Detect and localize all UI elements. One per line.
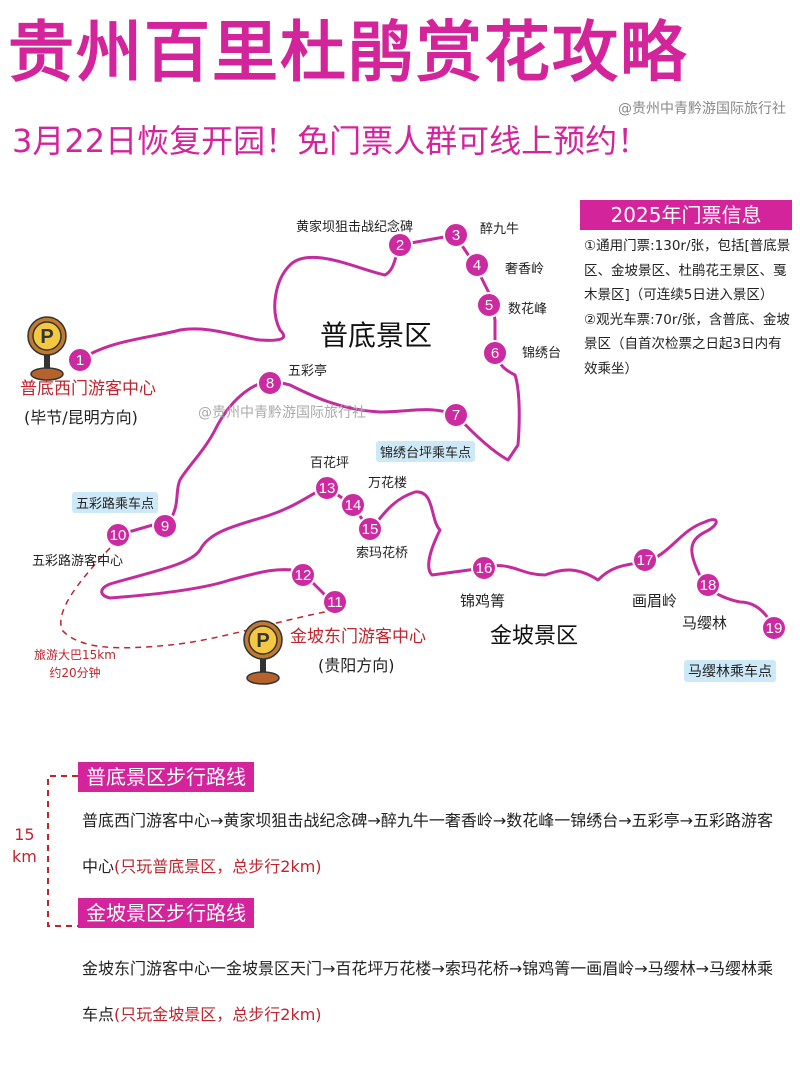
point-label-4: 奢香岭 — [505, 262, 545, 277]
area-jinpo: 金坡景区 — [490, 624, 579, 649]
svg-text:15: 15 — [362, 521, 379, 538]
svg-text:3: 3 — [452, 227, 460, 244]
point-label-3: 醉九牛 — [480, 222, 520, 237]
point-label-16: 锦鸡箐 — [460, 592, 506, 610]
point-label-15: 索玛花桥 — [356, 546, 409, 561]
point-label-17: 画眉岭 — [632, 592, 678, 610]
svg-text:8: 8 — [266, 375, 274, 392]
svg-text:9: 9 — [161, 518, 169, 535]
ticket-title: 2025年门票信息 — [580, 200, 792, 230]
svg-text:1: 1 — [76, 352, 84, 369]
bracket-icon — [47, 775, 78, 927]
svg-text:4: 4 — [473, 257, 481, 274]
svg-text:17: 17 — [637, 552, 654, 569]
point-label-10: 五彩路游客中心 — [32, 554, 124, 569]
svg-text:11: 11 — [327, 594, 343, 611]
route-text-jinpo: 金坡东门游客中心一金坡景区天门→百花坪万花楼→索玛花桥→锦鸡箐一画眉岭→马缨林→… — [82, 959, 774, 1024]
point-label-2: 黄家坝狙击战纪念碑 — [296, 220, 414, 235]
parking-icon: P — [240, 618, 286, 688]
point-label-14: 万花楼 — [368, 476, 408, 491]
parking-icon: P — [24, 314, 70, 384]
point-label-8: 五彩亭 — [288, 364, 328, 379]
svg-text:12: 12 — [295, 567, 312, 584]
bus-stop-mayinglin: 马缨林乘车点 — [684, 660, 776, 682]
east-visitor-center: 金坡东门游客中心 — [290, 627, 426, 647]
point-label-18: 马缨林 — [682, 614, 728, 632]
map-watermark: @贵州中青黔游国际旅行社 — [198, 405, 366, 421]
bus-stop-jinxiutai: 锦绣台坪乘车点 — [376, 441, 476, 462]
west-visitor-center: 普底西门游客中心 — [20, 379, 156, 399]
point-label-13: 百花坪 — [310, 456, 350, 471]
east-direction: (贵阳方向) — [318, 656, 395, 675]
svg-text:2: 2 — [396, 237, 404, 254]
svg-text:6: 6 — [491, 345, 499, 362]
west-direction: (毕节/昆明方向) — [24, 408, 138, 427]
bus-note: 旅游大巴15km 约20分钟 — [34, 648, 116, 680]
ticket-item-general: ①通用门票:130r/张，包括[普底景区、金坡景区、杜鹃花王景区、戛木景区]（可… — [584, 238, 791, 303]
distance-label: 15 km — [12, 825, 37, 866]
ticket-item-shuttle: ②观光车票:70r/张，含普底、金坡景区（自首次检票之日起3日内有效乘坐） — [584, 311, 790, 377]
svg-text:14: 14 — [345, 497, 362, 514]
svg-text:7: 7 — [452, 407, 460, 424]
svg-text:19: 19 — [766, 620, 783, 637]
page-subtitle: 3月22日恢复开园！免门票人群可线上预约！ — [12, 122, 650, 160]
svg-text:18: 18 — [700, 577, 717, 594]
credit-watermark: @贵州中青黔游国际旅行社 — [618, 101, 786, 117]
svg-text:16: 16 — [476, 560, 493, 577]
route-title-jinpo: 金坡景区步行路线 — [78, 898, 254, 928]
svg-text:P: P — [40, 326, 53, 348]
bus-stop-wucailu: 五彩路乘车点 — [72, 492, 159, 513]
ticket-info-panel: 2025年门票信息 ①通用门票:130r/张，包括[普底景区、金坡景区、杜鹃花王… — [580, 200, 792, 381]
area-pudi: 普底景区 — [320, 319, 433, 352]
walking-routes: 15 km 普底景区步行路线 普底西门游客中心→黄家坝狙击战纪念碑→醉九牛一奢香… — [0, 760, 800, 1060]
point-label-5: 数花峰 — [508, 302, 548, 317]
point-label-6: 锦绣台 — [522, 346, 562, 361]
svg-text:5: 5 — [485, 297, 493, 314]
page-title: 贵州百里杜鹃赏花攻略 — [8, 14, 688, 91]
route-title-pudi: 普底景区步行路线 — [78, 762, 254, 792]
route-text-pudi: 普底西门游客中心→黄家坝狙击战纪念碑→醉九牛一奢香岭→数花峰一锦绣台→五彩亭→五… — [82, 811, 774, 876]
svg-text:13: 13 — [319, 480, 336, 497]
svg-text:P: P — [256, 630, 269, 652]
svg-text:10: 10 — [110, 527, 127, 544]
